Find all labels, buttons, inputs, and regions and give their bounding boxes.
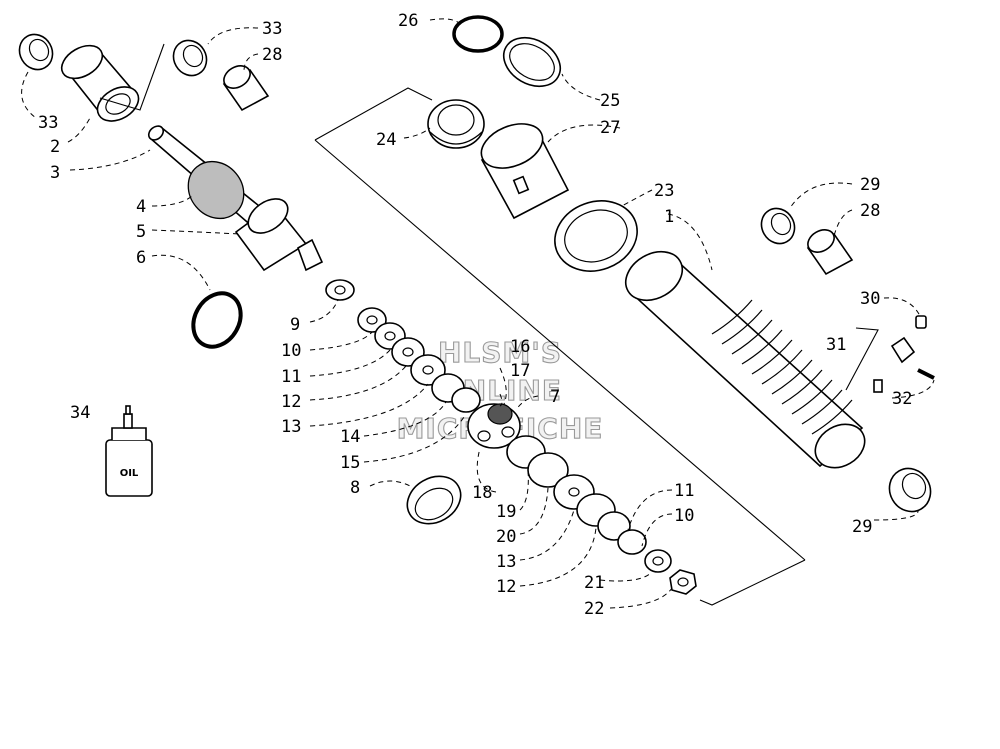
part-23-spring-seat <box>554 200 638 272</box>
callout-2: 2 <box>50 137 60 157</box>
callout-12-upper: 12 <box>281 392 301 412</box>
oil-bottle-label: OIL <box>120 468 139 479</box>
part-32-core <box>917 368 935 380</box>
part-5-seal-head <box>234 198 324 272</box>
part-28-sleeve-top <box>222 65 270 112</box>
callout-25: 25 <box>600 91 620 111</box>
part-27-cap <box>480 123 570 220</box>
callout-28-top: 28 <box>262 45 282 65</box>
callout-30: 30 <box>860 289 880 309</box>
callout-labels: 26 33 28 25 27 24 33 2 3 4 5 6 23 1 29 2… <box>38 11 912 619</box>
part-31-bracket <box>845 327 879 391</box>
part-2-sleeve <box>60 44 140 122</box>
callout-20: 20 <box>496 527 516 547</box>
shim-stack-lower <box>506 435 647 555</box>
part-28-sleeve-right <box>806 229 854 276</box>
shim-stack-upper <box>357 307 481 413</box>
callout-16: 16 <box>510 337 530 357</box>
assembly-bracket <box>314 87 806 606</box>
watermark-line-1: HLSM'S <box>438 336 562 369</box>
callout-6: 6 <box>136 248 146 268</box>
leader-lines <box>21 18 935 609</box>
part-29-bushing-right <box>760 207 796 245</box>
callout-32: 32 <box>892 389 912 409</box>
callout-3: 3 <box>50 163 60 183</box>
callout-4: 4 <box>136 197 146 217</box>
callout-21: 21 <box>584 573 604 593</box>
callout-15: 15 <box>340 453 360 473</box>
callout-7: 7 <box>550 387 560 407</box>
callout-34: 34 <box>70 403 90 423</box>
callout-9: 9 <box>290 315 300 335</box>
callout-1: 1 <box>664 207 674 227</box>
callout-24: 24 <box>376 130 396 150</box>
callout-23: 23 <box>654 181 674 201</box>
callout-10-upper: 10 <box>281 341 301 361</box>
part-8-band <box>406 475 462 525</box>
part-6-o-ring <box>191 291 243 349</box>
part-34-oil-bottle: OIL <box>105 405 153 497</box>
callout-5: 5 <box>136 222 146 242</box>
part-33-bushing-top <box>172 39 208 77</box>
part-9-washer <box>325 279 355 301</box>
callout-14: 14 <box>340 427 360 447</box>
callout-33-left: 33 <box>38 113 58 133</box>
callout-19: 19 <box>496 502 516 522</box>
part-30-cap <box>915 315 927 329</box>
callout-31: 31 <box>826 335 846 355</box>
part-4-bump-stop <box>187 160 245 220</box>
callout-28-right: 28 <box>860 201 880 221</box>
callout-18: 18 <box>472 483 492 503</box>
part-31-valve <box>873 336 916 393</box>
callout-8: 8 <box>350 478 360 498</box>
callout-13-upper: 13 <box>281 417 301 437</box>
callout-26: 26 <box>398 11 418 31</box>
callout-10-lower: 10 <box>674 506 694 526</box>
part-29-bushing-bottom <box>888 467 932 513</box>
callout-12-lower: 12 <box>496 577 516 597</box>
part-18-piston <box>467 403 521 449</box>
callout-13-lower: 13 <box>496 552 516 572</box>
callout-11-upper: 11 <box>281 367 301 387</box>
part-1-shock-body <box>624 250 866 469</box>
callout-29-bottom: 29 <box>852 517 872 537</box>
callout-27: 27 <box>600 118 620 138</box>
part-26-o-ring <box>452 15 504 53</box>
part-21-washer <box>644 549 672 573</box>
spring-coils <box>711 299 853 435</box>
callout-33-top: 33 <box>262 19 282 39</box>
callout-11-lower: 11 <box>674 481 694 501</box>
part-2-leader-bracket <box>99 43 165 111</box>
callout-22: 22 <box>584 599 604 619</box>
callout-29-top: 29 <box>860 175 880 195</box>
part-33-bushing-left <box>18 33 54 71</box>
part-24-seal <box>427 99 485 149</box>
part-25-ring <box>502 36 562 88</box>
callout-17: 17 <box>510 361 530 381</box>
part-22-nut <box>669 569 697 595</box>
